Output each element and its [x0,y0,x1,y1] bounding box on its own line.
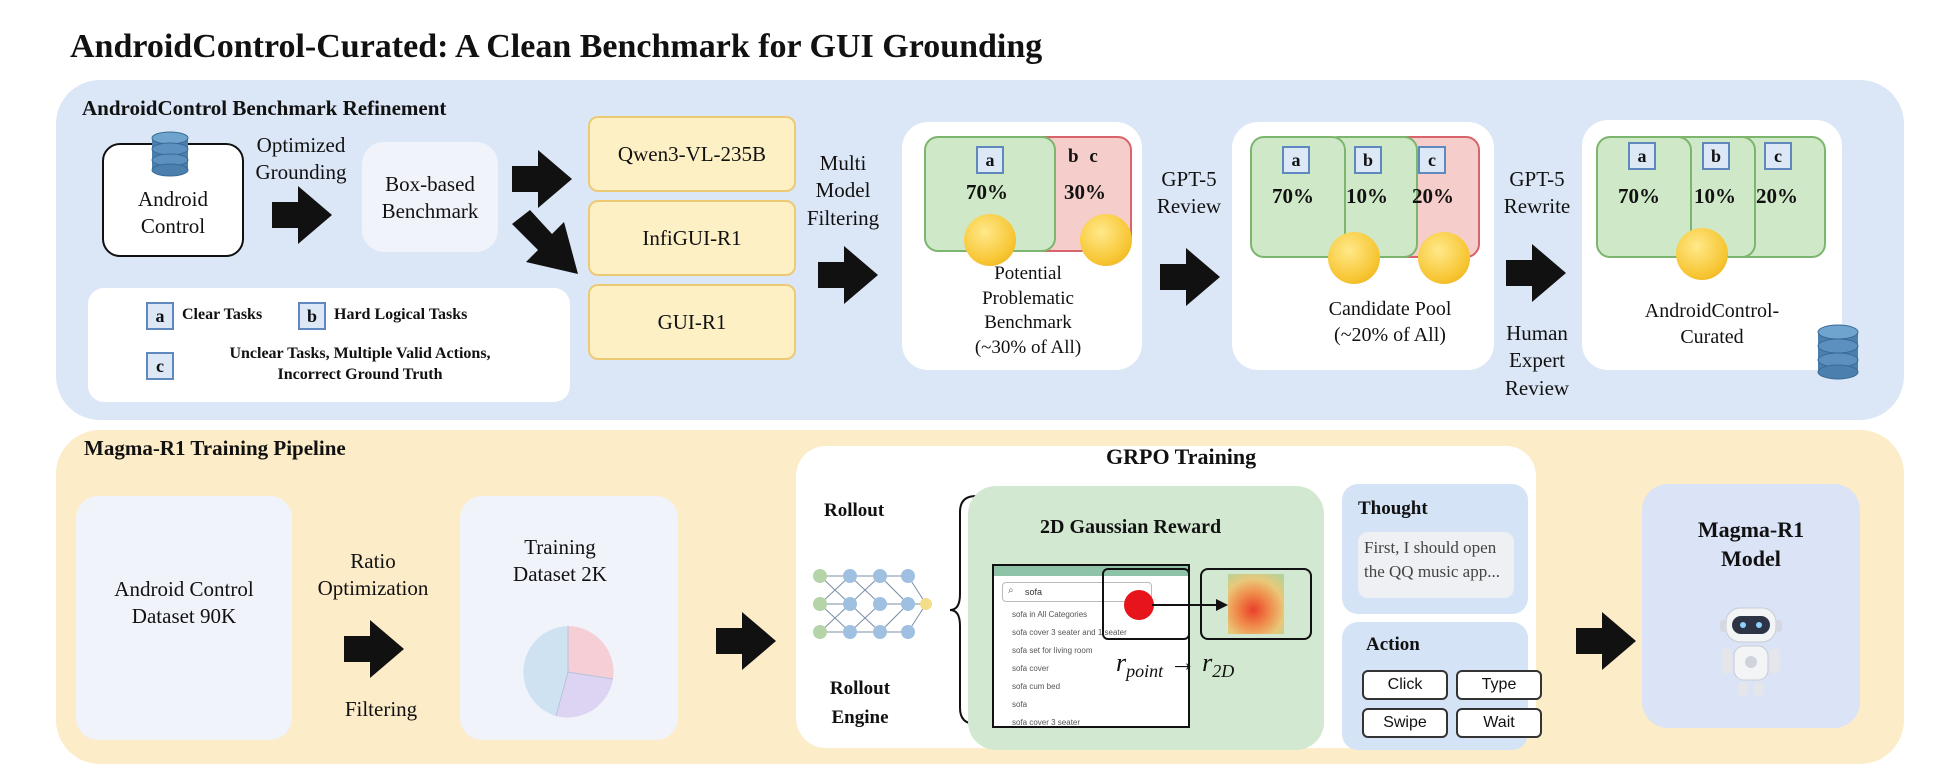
r-point-symbol: r [1116,648,1127,677]
type-action-button[interactable]: Type [1456,670,1542,700]
list-item: sofa cum bed [1012,682,1061,691]
android-control-label: Android Control [138,187,208,239]
curated-caption: AndroidControl-Curated [1644,300,1780,348]
thought-text: First, I should open the QQ music app... [1358,532,1514,598]
legend-b-text: Hard Logical Tasks [334,306,468,323]
ratio-optimization-label: Ratio Optimization [317,549,429,601]
arrow-right-icon [1506,244,1566,302]
legend-c-badge: c [146,352,174,380]
thought-title: Thought [1358,498,1428,519]
candidate-caption: Candidate Pool (~20% of All) [1328,298,1452,346]
gaussian-heatmap [1228,574,1284,634]
list-item: sofa cover 3 seater and 1 seater [1012,628,1127,637]
happy-face-icon [964,214,1016,266]
arrow-right-icon [818,246,878,304]
arrow-icon [1152,599,1228,611]
list-item: sofa in All Categories [1012,610,1088,619]
pipeline-section-title: Magma-R1 Training Pipeline [84,436,346,460]
database-icon [1817,324,1859,380]
human-review-label: Human Expert Review [1504,321,1570,400]
rollout-label: Rollout [824,500,885,521]
arrow-right-icon [1576,612,1636,670]
list-item: sofa cover 3 seater [1012,718,1081,727]
sad-face-icon [1080,214,1132,266]
brace-icon [949,495,977,725]
gaussian-box [1200,568,1312,640]
refinement-section-title: AndroidControl Benchmark Refinement [82,96,447,120]
candidate-b-pct: 10% [1346,184,1388,208]
swipe-action-button[interactable]: Swipe [1362,708,1448,738]
arrow-right-icon [344,620,404,678]
curated-c-badge: c [1764,142,1792,170]
rollout-engine-label: Rollout Engine [829,678,891,729]
arrow-diagonal-icon [512,210,578,274]
neural-network-icon [813,569,932,639]
database-icon [151,131,189,177]
potential-bc-label: b c [1068,146,1098,167]
model-card [1642,484,1860,728]
box-benchmark-label: Box-based Benchmark [381,172,479,224]
curated-c-pct: 20% [1756,184,1798,208]
arrow-right-icon [716,612,776,670]
gpt5-rewrite-label: GPT-5 Rewrite [1503,167,1571,219]
action-title: Action [1366,634,1420,655]
optimized-grounding-label: Optimized Grounding [255,133,347,185]
arrow-right-icon [1160,248,1220,306]
legend-c-text: Unclear Tasks, Multiple Valid Actions, I… [229,345,491,383]
arrow-symbol: → [1169,648,1196,677]
arrow-right-icon [512,150,572,208]
curated-b-pct: 10% [1694,184,1736,208]
arrow-right-icon [272,186,332,244]
page-title: AndroidControl-Curated: A Clean Benchmar… [70,28,1043,65]
potential-a-badge: a [976,146,1004,174]
candidate-a-pct: 70% [1272,184,1314,208]
model-guir1: GUI-R1 [588,284,796,360]
r-2d-subscript: 2D [1212,661,1235,682]
phone-screenshot: sofa ⌕ sofa in All Categories sofa cover… [992,564,1190,728]
robot-icon [1720,607,1782,696]
sad-face-icon [1418,232,1470,284]
list-item: sofa [1012,700,1028,709]
wait-action-button[interactable]: Wait [1456,708,1542,738]
potential-a-pct: 70% [966,180,1008,204]
grpo-training-title: GRPO Training [1106,444,1257,469]
training-dataset-label: Training Dataset 2K [513,535,607,587]
curated-b-badge: b [1702,142,1730,170]
dataset-label: Android Control Dataset 90K [114,577,254,629]
pie-chart-icon [523,626,614,718]
click-action-button[interactable]: Click [1362,670,1448,700]
reward-formula: rpoint → r2D [1116,648,1234,682]
gpt5-review-label: GPT-5 Review [1156,167,1222,219]
candidate-b-badge: b [1354,146,1382,174]
curated-a-badge: a [1628,142,1656,170]
click-point-icon [1124,590,1154,620]
model-infigui: InfiGUI-R1 [588,200,796,276]
search-icon: ⌕ [1008,585,1014,596]
reward-title: 2D Gaussian Reward [1040,516,1222,538]
legend-b-badge: b [298,302,326,330]
legend-a-text: Clear Tasks [182,306,263,323]
model-title: Magma-R1 Model [1697,517,1805,571]
list-item: sofa cover [1012,664,1049,673]
candidate-c-badge: c [1418,146,1446,174]
curated-a-pct: 70% [1618,184,1660,208]
dataset-card [76,496,292,740]
multi-model-filtering-label: Multi Model Filtering [806,151,880,230]
candidate-a-badge: a [1282,146,1310,174]
candidate-c-pct: 20% [1412,184,1454,208]
potential-caption: Potential Problematic Benchmark (~30% of… [974,263,1082,359]
happy-face-icon [1676,228,1728,280]
box-benchmark-card [362,142,498,252]
search-field: sofa [1002,582,1152,602]
filtering-label: Filtering [344,697,418,721]
r-point-subscript: point [1126,661,1164,682]
potential-bc-pct: 30% [1064,180,1106,204]
legend-a-badge: a [146,302,174,330]
model-qwen: Qwen3-VL-235B [588,116,796,192]
happy-face-icon [1328,232,1380,284]
r-2d-symbol: r [1202,648,1213,677]
list-item: sofa set for living room [1012,646,1093,655]
status-bar [994,566,1188,576]
